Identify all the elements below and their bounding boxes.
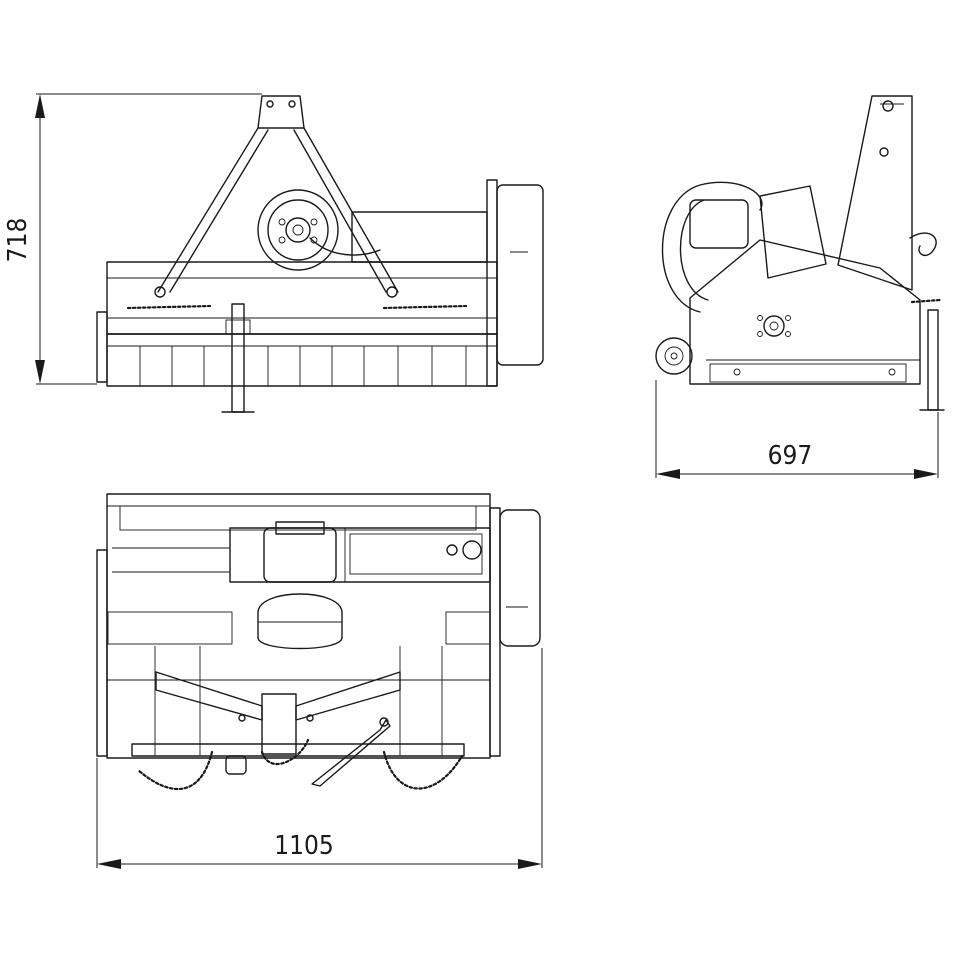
depth-dimension: 697 — [655, 380, 939, 479]
top-chain-left — [136, 750, 214, 790]
top-pulley — [257, 593, 343, 650]
side-roller — [655, 337, 693, 375]
dimension-width-label: 1105 — [274, 831, 334, 861]
top-lever — [311, 719, 391, 787]
top-chain-right — [382, 750, 464, 790]
top-hitch — [155, 671, 401, 775]
width-dimension: 1105 — [96, 648, 543, 869]
top-chain-center — [260, 738, 310, 766]
front-flail-segments — [107, 345, 497, 386]
front-chain-right — [382, 304, 468, 310]
height-dimension: 718 — [3, 93, 262, 385]
three-point-hitch — [154, 95, 399, 298]
dimension-height-label: 718 — [3, 218, 33, 263]
front-chain-left — [126, 304, 212, 310]
side-view — [655, 95, 945, 411]
front-view — [96, 95, 544, 413]
top-view — [96, 493, 541, 790]
parking-stand — [221, 303, 255, 413]
gearbox-pulley — [257, 189, 381, 271]
dimension-depth-label: 697 — [768, 441, 813, 471]
